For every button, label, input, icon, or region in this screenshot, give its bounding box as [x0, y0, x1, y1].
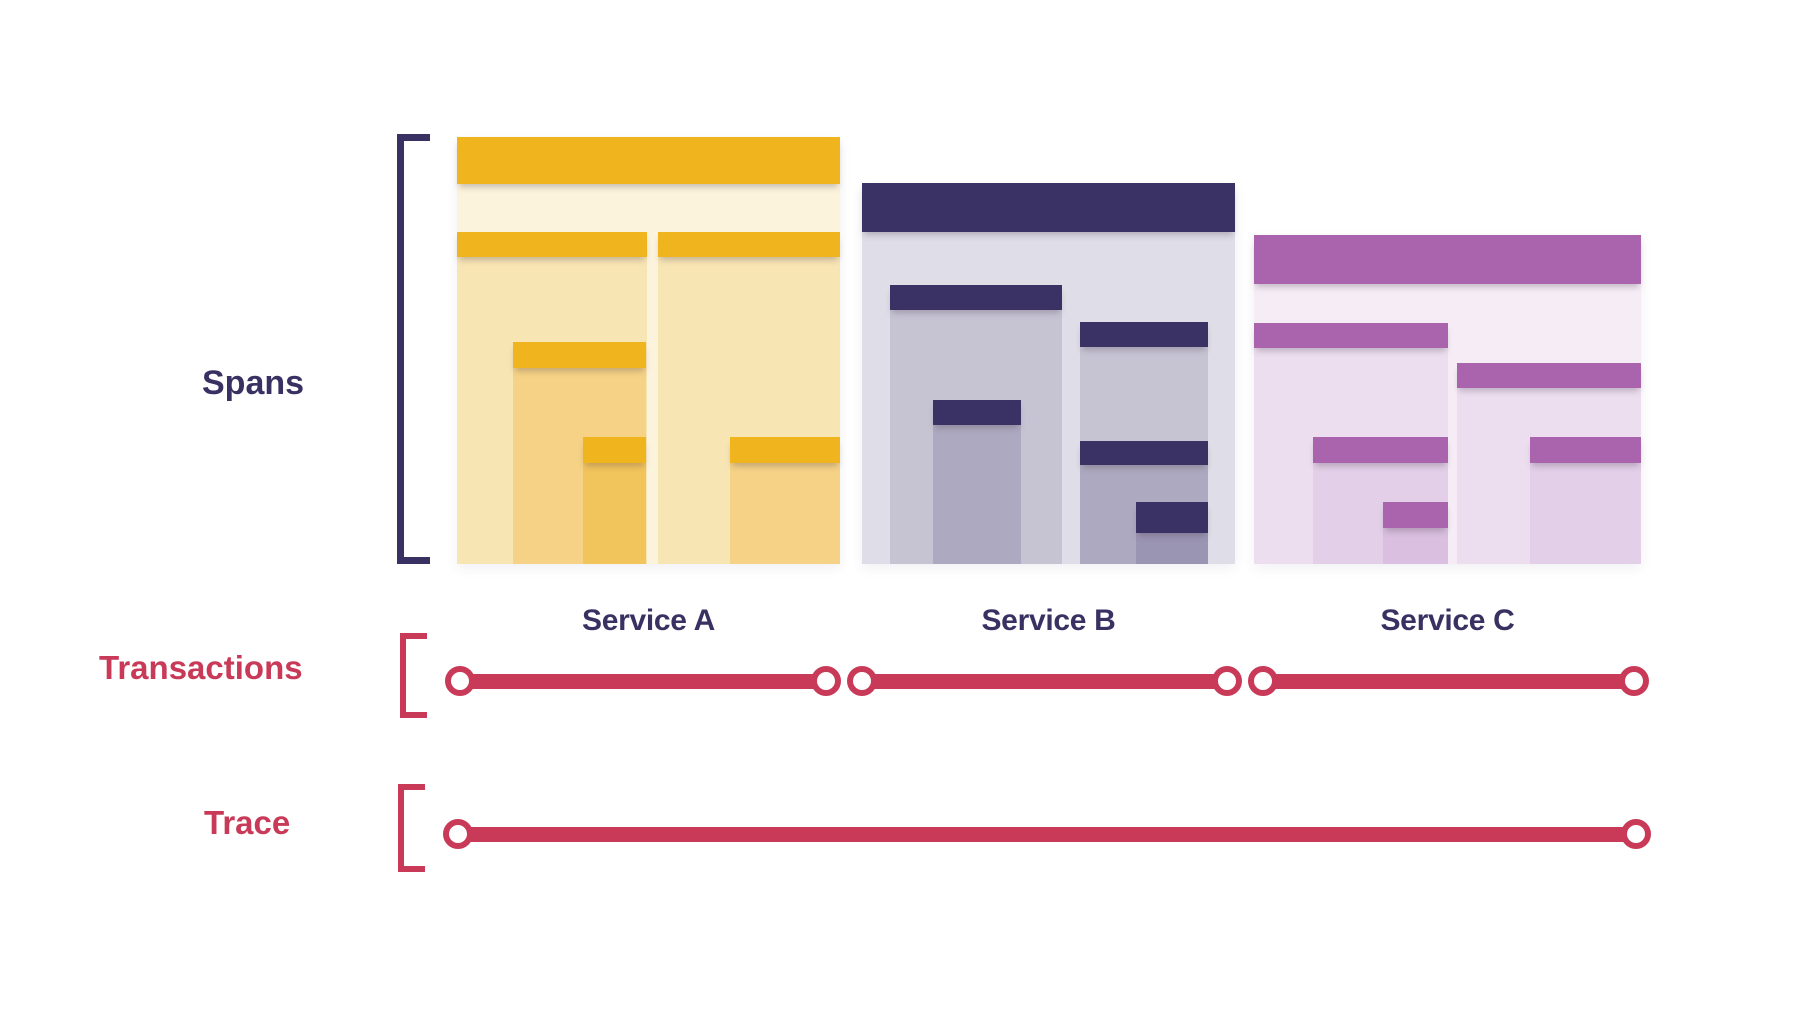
span-bar: [1135, 502, 1209, 533]
span-bar: [1254, 235, 1641, 284]
transaction-endpoint-1a: [444, 665, 475, 696]
service-chart-2: [862, 183, 1235, 564]
span-body: [1529, 463, 1641, 564]
transaction-line-3: [1263, 673, 1634, 689]
transaction-endpoint-2b: [1211, 665, 1242, 696]
spans-bracket: [397, 134, 430, 564]
span-bar: [457, 137, 840, 184]
span-body: [583, 463, 647, 564]
span-bar: [658, 232, 840, 257]
trace-endpoint-1a: [442, 818, 473, 849]
transaction-line-2: [862, 673, 1227, 689]
transaction-endpoint-3b: [1618, 665, 1649, 696]
trace-bracket: [398, 784, 425, 872]
trace-line-1: [458, 826, 1636, 842]
span-bar: [457, 232, 647, 257]
span-bar: [889, 285, 1062, 310]
span-bar: [730, 437, 840, 463]
transaction-line-1: [460, 673, 826, 689]
spans-label: Spans: [202, 364, 305, 402]
span-bar: [583, 437, 647, 463]
span-bar: [1529, 437, 1641, 463]
span-bar: [932, 400, 1021, 425]
span-body: [1135, 533, 1209, 564]
service-label-1: Service A: [582, 604, 715, 637]
trace-label: Trace: [204, 804, 291, 841]
span-bar: [1312, 437, 1448, 463]
service-chart-3: [1254, 235, 1641, 564]
service-label-2: Service B: [981, 604, 1116, 637]
transactions-bracket: [400, 633, 427, 718]
transaction-endpoint-2a: [846, 665, 877, 696]
service-label-3: Service C: [1380, 604, 1515, 637]
service-chart-1: [457, 137, 840, 564]
span-bar: [1457, 363, 1641, 388]
transaction-endpoint-3a: [1247, 665, 1278, 696]
span-body: [1382, 528, 1448, 564]
span-bar: [862, 183, 1235, 232]
span-bar: [1079, 441, 1209, 465]
span-bar: [1382, 502, 1448, 528]
span-bar: [1079, 322, 1209, 347]
span-bar: [1254, 323, 1448, 348]
span-body: [730, 463, 840, 564]
span-bar: [512, 342, 647, 368]
span-body: [932, 425, 1021, 564]
transactions-label: Transactions: [99, 649, 303, 686]
transaction-endpoint-1b: [810, 665, 841, 696]
trace-endpoint-1b: [1620, 818, 1651, 849]
